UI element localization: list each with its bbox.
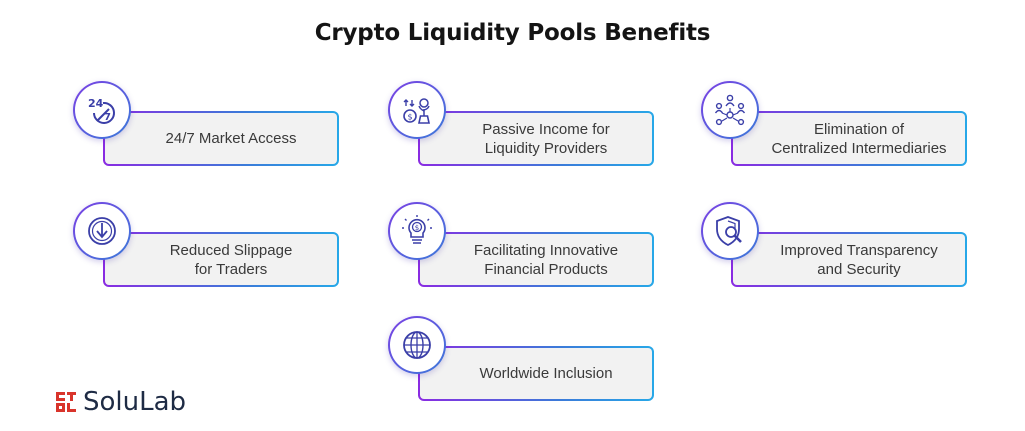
benefit-label: Worldwide Inclusion [479, 365, 613, 382]
benefit-label: Reduced Slippage for Traders [169, 241, 293, 278]
solulab-logo: SoluLab [55, 387, 186, 417]
benefit-card-elimination-intermediaries: Elimination of Centralized Intermediarie… [701, 81, 967, 166]
svg-text:7: 7 [104, 112, 111, 123]
benefit-card-innovative-products: Facilitating Innovative Financial Produc… [388, 202, 654, 287]
down-arrow-coin-icon [73, 202, 131, 260]
benefit-card-market-access: 24/7 Market Access 24 7 [73, 81, 339, 166]
benefit-label: Facilitating Innovative Financial Produc… [473, 241, 619, 278]
benefit-card-transparency-security: Improved Transparency and Security [701, 202, 967, 287]
globe-icon [388, 316, 446, 374]
clock-24-7-icon: 24 7 [73, 81, 131, 139]
lightbulb-coin-icon: $ [388, 202, 446, 260]
svg-text:$: $ [415, 224, 419, 232]
svg-text:24: 24 [88, 97, 104, 110]
money-bag-plant-icon: $ [388, 81, 446, 139]
benefit-card-reduced-slippage: Reduced Slippage for Traders [73, 202, 339, 287]
page-title: Crypto Liquidity Pools Benefits [314, 20, 711, 46]
solulab-logo-icon [56, 392, 76, 412]
benefit-card-worldwide-inclusion: Worldwide Inclusion [388, 316, 654, 401]
network-people-icon [701, 81, 759, 139]
shield-magnifier-icon [701, 202, 759, 260]
solulab-logo-text: SoluLab [83, 387, 187, 417]
benefit-label: Improved Transparency and Security [780, 241, 938, 278]
benefit-label: 24/7 Market Access [165, 130, 297, 147]
benefit-label: Passive Income for Liquidity Providers [482, 120, 610, 157]
svg-text:$: $ [408, 113, 413, 122]
benefit-label: Elimination of Centralized Intermediarie… [771, 120, 947, 157]
benefit-card-passive-income: Passive Income for Liquidity Providers $ [388, 81, 654, 166]
